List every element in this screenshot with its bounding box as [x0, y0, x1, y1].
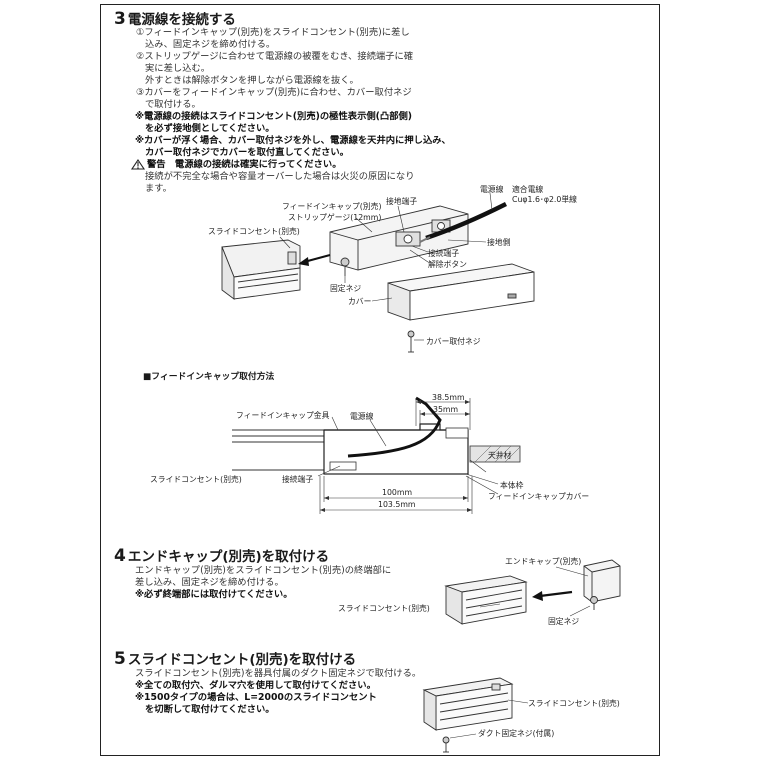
label-ground-side: 接地側	[487, 238, 511, 247]
label-ceiling: 天井材	[488, 451, 512, 460]
section-3-number: 3	[114, 9, 126, 29]
page-frame	[100, 4, 660, 756]
section-4-note: ※必ず終端部には取付けてください。	[135, 589, 293, 600]
label-cover-screw: カバー取付ネジ	[426, 337, 481, 346]
label-endcap: エンドキャップ(別売)	[505, 557, 582, 566]
section-5-note-1: ※全ての取付穴、ダルマ穴を使用して取付けてください。	[135, 680, 376, 691]
section-5-note-2b: を切断して取付けてください。	[145, 704, 275, 715]
label-slide-outlet: スライドコンセント(別売)	[208, 227, 300, 236]
section-4-line-1: エンドキャップ(別売)をスライドコンセント(別売)の終端部に	[135, 565, 392, 576]
section-4-line-2: 差し込み、固定ネジを締め付ける。	[135, 577, 284, 588]
label-fix-screw: 固定ネジ	[330, 284, 362, 293]
label-feedcap-cover: フィードインキャップカバー	[488, 492, 590, 501]
label-power-wire: 電源線	[480, 185, 504, 194]
dim-35mm: 35mm	[433, 405, 459, 414]
label-slide-outlet-4: スライドコンセント(別売)	[528, 699, 620, 708]
section-3-note-2a: ※カバーが浮く場合、カバー取付ネジを外し、電源線を天井内に押し込み、	[135, 135, 451, 146]
section-3-step-2b: 実に差し込む。	[145, 63, 211, 74]
section-3-step-2a: ②ストリップゲージに合わせて電源線の被覆をむき、接続端子に確	[136, 51, 414, 62]
section-5-note-2a: ※1500タイプの場合は、L=2000のスライドコンセント	[135, 692, 377, 703]
label-ground-terminal: 接地端子	[386, 197, 418, 206]
dim-38-5mm: 38.5mm	[432, 393, 465, 402]
label-feedcap-metal: フィードインキャップ金具	[236, 411, 330, 420]
section-3-title: 電源線を接続する	[127, 12, 236, 28]
warning-title: 警告 電源線の接続は確実に行ってください。	[147, 159, 342, 170]
section-3-note-1a: ※電源線の接続はスライドコンセント(別売)の極性表示側(凸部側)	[135, 111, 413, 122]
label-power-wire-2: 電源線	[350, 412, 374, 421]
section-3-step-2c: 外すときは解除ボタンを押しながら電源線を抜く。	[145, 75, 359, 86]
label-release-button: 解除ボタン	[428, 260, 467, 269]
section-3-step-3a: ③カバーをフィードインキャップ(別売)に合わせ、カバー取付ネジ	[136, 87, 412, 98]
dim-103-5mm: 103.5mm	[378, 500, 416, 509]
section-4-number: 4	[114, 546, 126, 566]
dim-100mm: 100mm	[382, 488, 413, 497]
section-5-title: スライドコンセント(別売)を取付ける	[127, 652, 357, 668]
warning-line-1: 接続が不完全な場合や容量オーバーした場合は火災の原因になり	[145, 171, 415, 182]
label-connect-terminal: 接続端子	[428, 249, 460, 258]
feedcap-subtitle: ■フィードインキャップ取付方法	[143, 372, 275, 382]
label-slide-outlet-2: スライドコンセント(別売)	[150, 475, 242, 484]
label-wire-spec-2: Cuφ1.6･φ2.0単線	[512, 195, 577, 204]
section-4-title: エンドキャップ(別売)を取付ける	[127, 549, 330, 565]
label-fix-screw-2: 固定ネジ	[548, 617, 580, 626]
section-3-note-1b: を必ず接地側としてください。	[145, 123, 275, 134]
label-body-frame: 本体枠	[500, 481, 524, 490]
label-slide-outlet-3: スライドコンセント(別売)	[338, 604, 430, 613]
label-duct-screw: ダクト固定ネジ(付属)	[478, 729, 555, 738]
warning-line-2: ます。	[145, 183, 172, 194]
section-3-step-1a: ①フィードインキャップ(別売)をスライドコンセント(別売)に差し	[136, 27, 410, 38]
label-connect-terminal-2: 接続端子	[282, 475, 314, 484]
section-3-note-2b: カバー取付ネジでカバーを取付直してください。	[145, 147, 349, 158]
label-strip-gauge: ストリップゲージ(12mm)	[288, 213, 382, 222]
label-cover: カバー	[348, 297, 372, 306]
section-5-number: 5	[114, 649, 126, 669]
label-wire-spec-1: 適合電線	[512, 185, 544, 194]
section-3-step-1b: 込み、固定ネジを締め付ける。	[145, 39, 276, 50]
label-feed-cap: フィードインキャップ(別売)	[282, 202, 382, 211]
section-3-step-3b: で取付ける。	[145, 99, 201, 110]
section-5-line-1: スライドコンセント(別売)を器具付属のダクト固定ネジで取付ける。	[135, 668, 422, 679]
